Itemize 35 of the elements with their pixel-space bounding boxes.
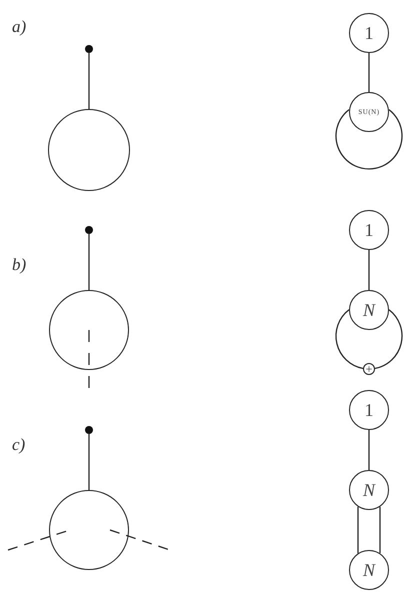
node-label: 1 <box>364 401 374 419</box>
gauge-node <box>349 210 389 250</box>
node-label: N <box>362 481 375 499</box>
connector-line <box>368 250 370 290</box>
connector-line <box>357 506 359 554</box>
node-label: + <box>366 363 372 375</box>
panel-label: c) <box>12 436 26 453</box>
connector-line <box>368 53 370 92</box>
connector-line <box>88 434 90 490</box>
node-label: 1 <box>364 221 374 239</box>
gauge-node <box>349 390 389 430</box>
gauge-node <box>349 92 389 132</box>
connector-line <box>335 109 403 170</box>
gauge-node <box>349 13 389 53</box>
gauge-node <box>363 363 375 375</box>
brane-circle <box>49 490 129 570</box>
panel-label: b) <box>12 256 26 273</box>
node-label: N <box>362 561 375 579</box>
brane-circle <box>48 109 130 191</box>
connector-line <box>374 309 403 370</box>
end-dot <box>85 226 93 234</box>
gauge-node <box>349 470 389 510</box>
brane-circle <box>49 290 129 370</box>
node-label: 1 <box>364 24 374 42</box>
end-dot <box>85 45 93 53</box>
gauge-node <box>349 290 389 330</box>
end-dot <box>85 426 93 434</box>
gauge-node <box>349 550 389 590</box>
connector-line <box>368 430 370 470</box>
panel-label: a) <box>12 18 26 35</box>
node-label: N <box>362 301 375 319</box>
connector-line <box>88 53 90 109</box>
connector-line <box>379 506 381 554</box>
connector-line <box>88 234 90 290</box>
connector-line <box>335 309 364 370</box>
